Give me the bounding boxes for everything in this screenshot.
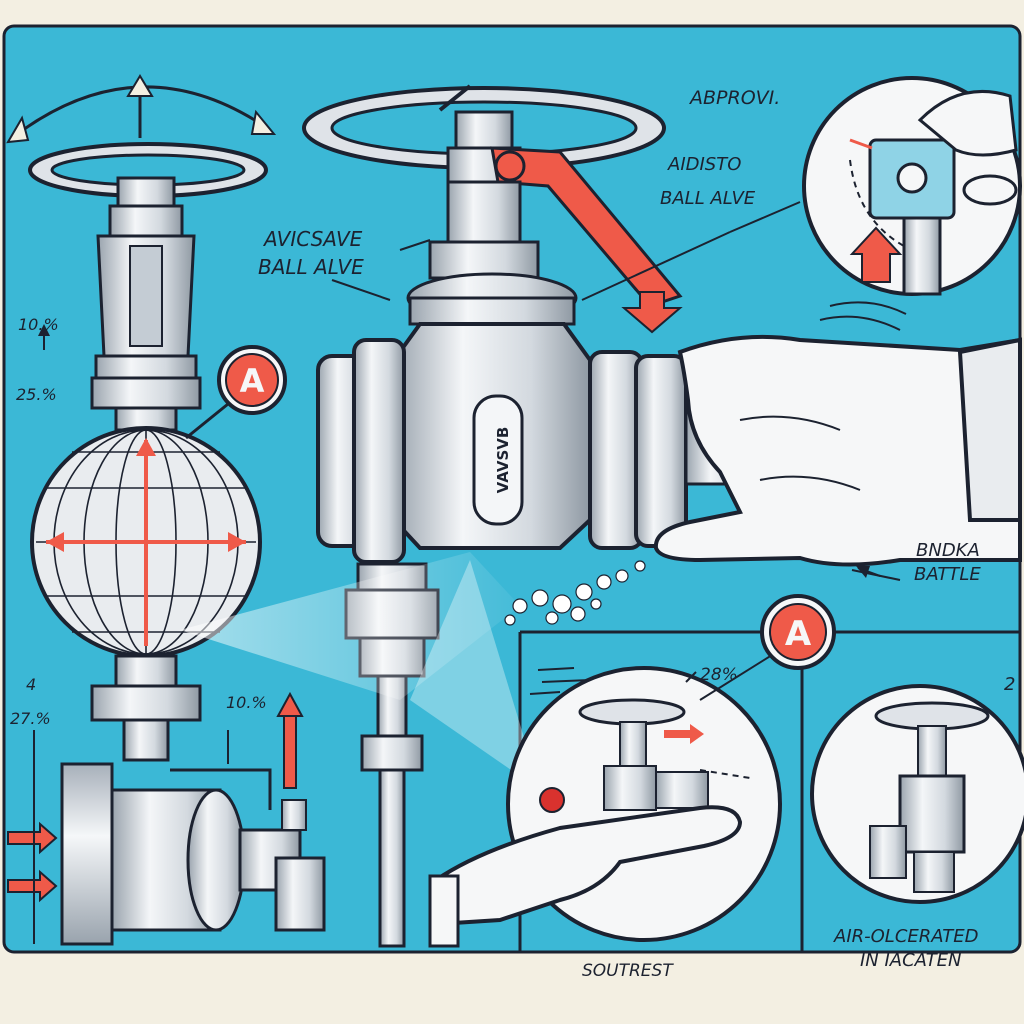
label-edge-2: 2 bbox=[1004, 674, 1015, 695]
marker-a-bottom bbox=[760, 594, 836, 670]
marker-a-bottom-label: A bbox=[785, 614, 812, 654]
left-globe-valve bbox=[6, 74, 326, 946]
label-air-line2: IN IACATEN bbox=[860, 950, 962, 971]
inflow-arrows-icon bbox=[7, 821, 58, 903]
bubbles-icon bbox=[504, 560, 646, 626]
marker-a-top-label: A bbox=[240, 362, 265, 400]
bottom-right-inset-circle bbox=[810, 684, 1024, 904]
bottom-center-inset-circle bbox=[428, 649, 782, 948]
label-pct-28: 28% bbox=[700, 665, 738, 685]
right-hand-illustration bbox=[653, 301, 1022, 581]
red-up-arrow-icon bbox=[283, 713, 297, 789]
label-bndka-line2: BATTLE bbox=[914, 564, 981, 585]
spray-beam bbox=[180, 552, 520, 700]
center-ball-valve bbox=[180, 84, 801, 948]
label-approvi: ABPROVI. bbox=[688, 87, 780, 109]
valve-body-plate bbox=[472, 394, 524, 526]
label-edge-4: 4 bbox=[26, 675, 36, 694]
label-soutrest: SOUTREST bbox=[582, 961, 674, 981]
marker-a-top bbox=[185, 345, 287, 440]
speed-lines bbox=[529, 667, 591, 695]
red-up-arrow-small-icon bbox=[849, 226, 903, 283]
label-pct-10-mid: 10.% bbox=[226, 693, 267, 712]
label-pct-25: 25.% bbox=[16, 385, 57, 404]
label-valve-body: VAVSVB bbox=[494, 427, 512, 494]
label-pct-10-top: 10.% bbox=[18, 315, 59, 334]
label-adisto-line1: AIDISTO bbox=[667, 154, 741, 175]
red-down-arrow-icon bbox=[621, 291, 683, 334]
label-adisto-line2: BALL ALVE bbox=[660, 188, 756, 209]
label-pct-27: 27.% bbox=[10, 709, 51, 728]
label-avicsave-line1: AVICSAVE bbox=[262, 227, 363, 251]
label-avicsave-line2: BALL ALVE bbox=[258, 255, 364, 279]
label-air-line1: AIR-OLCERATED bbox=[833, 926, 979, 947]
top-right-inset-circle bbox=[802, 76, 1022, 296]
label-bndka-line1: BNDKA bbox=[916, 540, 980, 561]
